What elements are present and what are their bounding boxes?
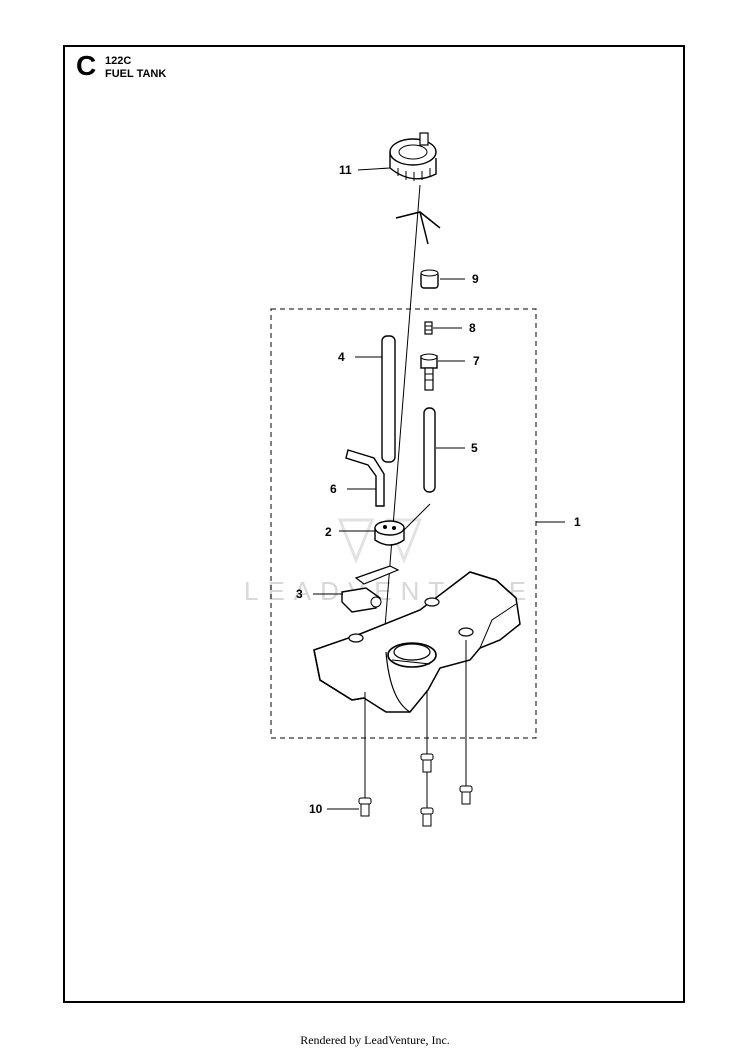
part-6-bent-tube[interactable] <box>345 449 385 507</box>
cap-tether-clip <box>395 211 441 245</box>
leader-lines <box>313 167 565 810</box>
callout-9[interactable]: 9 <box>472 272 479 286</box>
part-11-fuel-cap[interactable] <box>389 132 437 181</box>
part-4-vent-hose[interactable] <box>381 335 396 463</box>
section-letter: C <box>76 50 97 81</box>
part-3-bracket[interactable] <box>341 565 400 613</box>
part-9-fuel-filter[interactable] <box>420 269 439 289</box>
callout-5[interactable]: 5 <box>471 441 478 455</box>
part-5-fuel-hose[interactable] <box>423 407 436 493</box>
screw <box>358 797 372 817</box>
assembly-boundary <box>270 308 537 739</box>
callout-2[interactable]: 2 <box>325 525 332 539</box>
part-8-fitting[interactable] <box>424 321 433 335</box>
callout-7[interactable]: 7 <box>473 354 480 368</box>
part-2-grommet[interactable] <box>374 503 431 546</box>
callout-6[interactable]: 6 <box>330 482 337 496</box>
callout-3[interactable]: 3 <box>296 587 303 601</box>
cap-tether-line <box>383 184 421 641</box>
page-title: FUEL TANK <box>105 68 167 80</box>
screw <box>420 807 434 827</box>
footer-credit: Rendered by LeadVenture, Inc. <box>300 1033 450 1047</box>
callout-8[interactable]: 8 <box>469 321 476 335</box>
part-10-screws[interactable] <box>358 640 473 827</box>
part-7-connector[interactable] <box>420 353 438 391</box>
callout-11[interactable]: 11 <box>339 163 352 177</box>
screw <box>459 785 473 805</box>
callout-10[interactable]: 10 <box>309 802 323 816</box>
model-number: 122C <box>105 55 132 67</box>
part-1-fuel-tank[interactable] <box>313 571 521 713</box>
callout-4[interactable]: 4 <box>338 350 345 364</box>
screw <box>420 753 434 773</box>
diagram-frame <box>63 45 685 1003</box>
callout-1[interactable]: 1 <box>574 515 581 529</box>
